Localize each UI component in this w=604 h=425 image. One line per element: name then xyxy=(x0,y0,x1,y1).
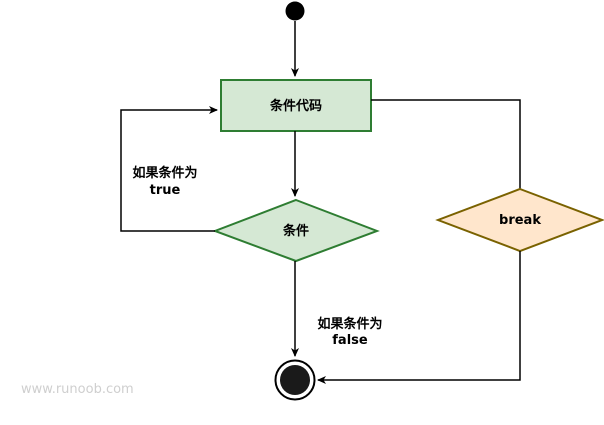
break-node: break xyxy=(435,187,604,253)
edge-process-to-break xyxy=(371,99,521,189)
end-node xyxy=(274,359,316,401)
break-label: break xyxy=(499,213,541,228)
edge-break-to-end xyxy=(317,251,521,384)
start-node xyxy=(285,1,305,21)
end-node-inner xyxy=(280,365,310,395)
exit-condition-label-line2: false xyxy=(332,333,368,348)
loop-condition-label-line2: true xyxy=(150,183,181,198)
decision-label: 条件 xyxy=(283,223,309,239)
decision-node: 条件 xyxy=(212,198,380,263)
loop-condition-label-line1: 如果条件为 xyxy=(132,165,197,181)
decision-diamond xyxy=(212,198,380,263)
exit-condition-label-line1: 如果条件为 xyxy=(317,316,382,332)
edge-loop-true xyxy=(120,106,218,232)
watermark-text: www.runoob.com xyxy=(21,382,134,397)
process-box-label: 条件代码 xyxy=(270,98,322,114)
process-box-shape xyxy=(220,79,372,132)
process-box: 条件代码 xyxy=(220,79,372,132)
